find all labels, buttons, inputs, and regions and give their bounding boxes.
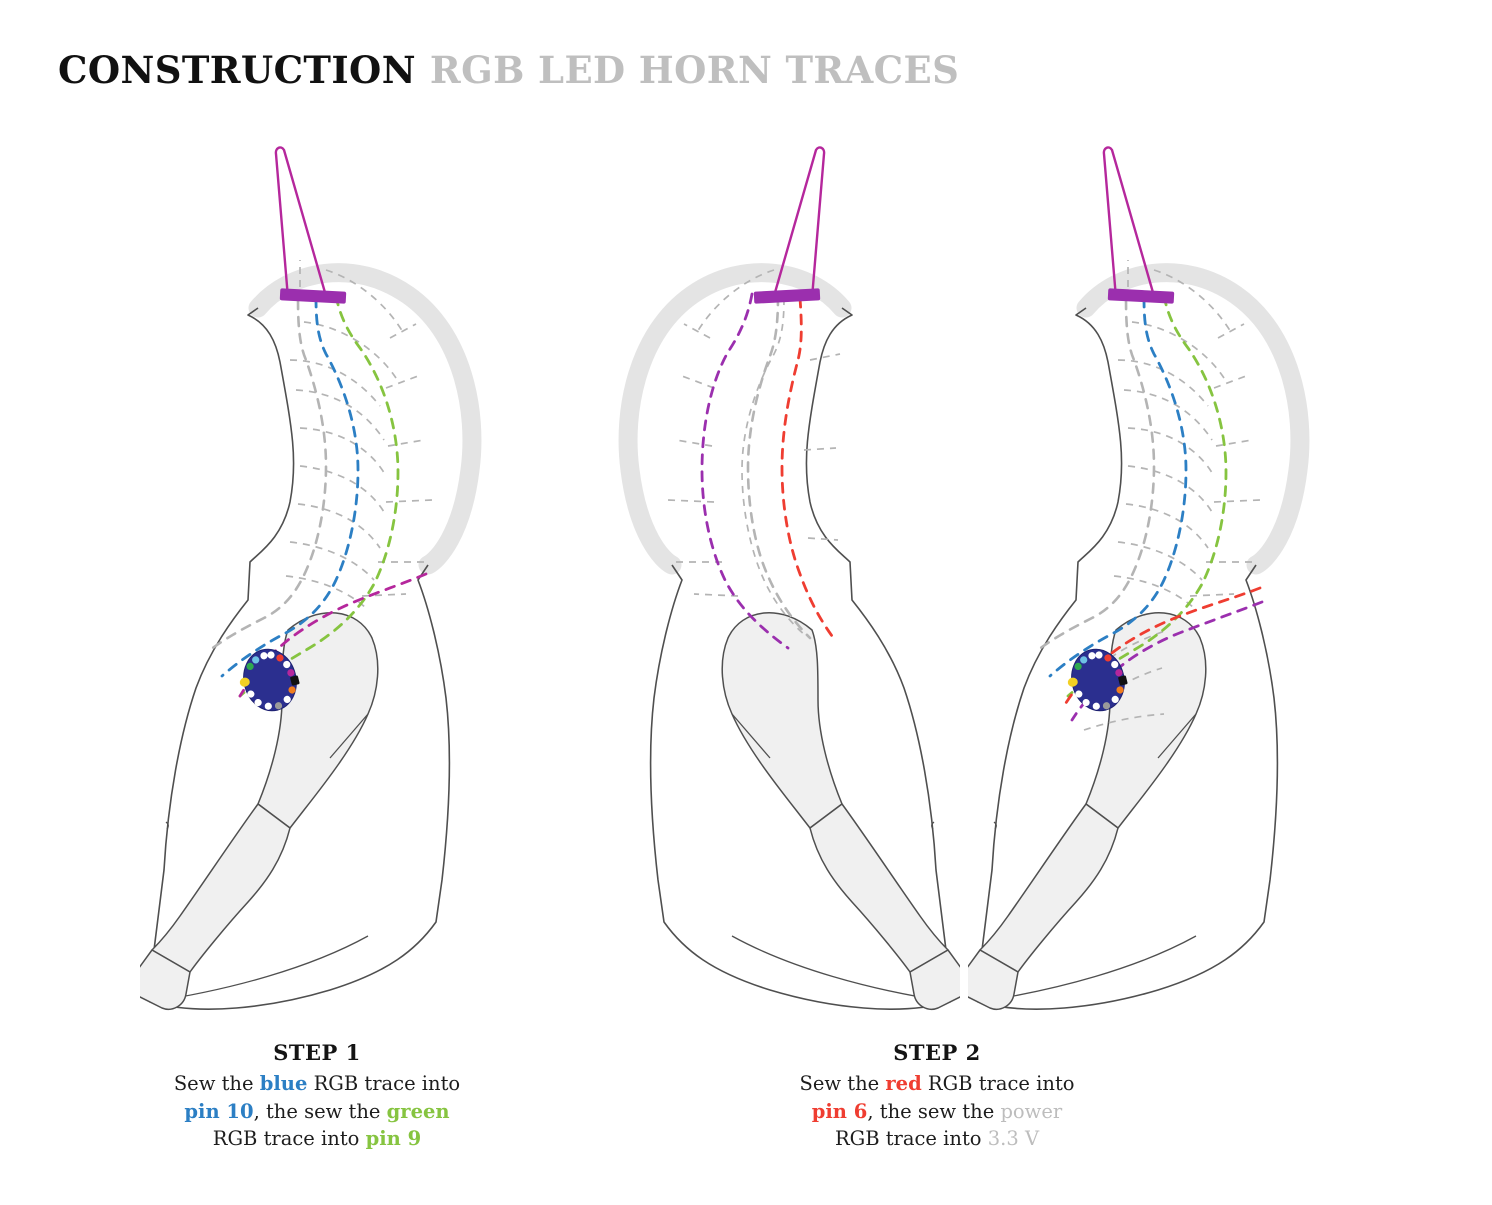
pocket-detail [165,821,169,830]
arm-shape [1085,612,1207,829]
trace-gray [746,294,812,640]
cap1-l2-em2: green [386,1099,450,1123]
shoe-shape [909,949,960,1010]
trace-blue [1048,296,1188,678]
arm-cuff [731,713,771,759]
trace-red [780,296,834,638]
cap1-l1-post: RGB trace into [307,1072,461,1095]
cap2-l2-em2: power [1000,1099,1063,1123]
caption-step-2-line-3: RGB trace into 3.3 V [772,1125,1102,1153]
caption-step-2: STEP 2 Sew the red RGB trace into pin 6,… [772,1040,1102,1153]
caption-step-2-line-1: Sew the red RGB trace into [772,1070,1102,1098]
board-pins [1067,651,1128,710]
shoe-shape [968,949,1019,1010]
cap1-l1-pre: Sew the [173,1072,260,1095]
leg-shape [151,803,291,973]
horn-base-bar [753,288,821,304]
page-title: CONSTRUCTION RGB LED HORN TRACES [58,48,959,92]
caption-step-2-body: Sew the red RGB trace into pin 6, the se… [772,1070,1102,1153]
figure-2 [618,146,960,1010]
horn-shape [274,146,347,304]
caption-step-1-title: STEP 1 [273,1040,361,1065]
pocket-detail [931,821,935,830]
stitch-guides [285,260,433,609]
horn-base-bar [279,288,347,304]
trace-blue [220,296,360,678]
trace-green [238,294,400,698]
cap1-l2-em: pin 10 [184,1099,254,1123]
cap2-l3-em: 3.3 V [987,1127,1040,1151]
cap2-l2-em: pin 6 [811,1099,868,1123]
pocket-detail [993,821,997,830]
cap2-l1-em: red [885,1072,922,1095]
figure-1 [140,146,482,1010]
caption-step-1-body: Sew the blue RGB trace into pin 10, the … [152,1070,482,1153]
coat-outline [147,307,451,1010]
page-title-sub: RGB LED HORN TRACES [429,48,960,92]
caption-step-1-line-1: Sew the blue RGB trace into [152,1070,482,1098]
hood-band [248,263,482,575]
cap1-l3-pre: RGB trace into [212,1127,366,1151]
caption-step-1-line-2: pin 10, the sew the green [152,1098,482,1126]
trace-purple [700,292,790,650]
arm-shape [721,612,843,829]
trace-green [1066,294,1228,698]
figure-row [0,110,1492,1040]
cap2-l1-post: RGB trace into [921,1072,1075,1095]
lilypad-board[interactable] [1061,643,1132,717]
cap1-l1-em: blue [259,1072,308,1095]
arm-cuff [329,713,369,759]
cap2-l2-mid: , the sew the [867,1099,1001,1123]
leg-shape [979,803,1119,973]
caption-step-1-line-3: RGB trace into pin 9 [152,1125,482,1153]
leg-shape [809,803,949,973]
cap2-l3-pre: RGB trace into [834,1127,988,1151]
horn-outline [274,146,328,300]
horn-base-bar [1107,288,1175,304]
shoe-shape [140,949,191,1010]
lilypad-board[interactable] [233,643,304,717]
arm-shape [257,612,379,829]
caption-step-2-title: STEP 2 [893,1040,981,1065]
cap2-l1-pre: Sew the [799,1072,886,1095]
caption-step-2-line-2: pin 6, the sew the power [772,1098,1102,1126]
hood-band [1076,263,1310,575]
horn-shape [1102,146,1175,304]
cap1-l2-mid: , the sew the [253,1099,387,1123]
coat-outline [649,307,953,1010]
hood-band [618,263,852,575]
arm-cuff [1157,713,1197,759]
cap1-l3-em: pin 9 [365,1127,422,1151]
page-title-main: CONSTRUCTION [58,48,416,92]
horn-shape [753,146,826,304]
figure-3 [968,146,1310,1010]
caption-step-1: STEP 1 Sew the blue RGB trace into pin 1… [152,1040,482,1153]
stitch-guides [667,269,841,637]
trace-gray [208,298,328,652]
coat-outline [975,307,1279,1010]
board-pins [239,651,300,710]
horn-outline [1102,146,1156,300]
horn-outline [772,146,826,300]
trace-red [1062,586,1262,708]
trace-gray [1036,298,1156,652]
